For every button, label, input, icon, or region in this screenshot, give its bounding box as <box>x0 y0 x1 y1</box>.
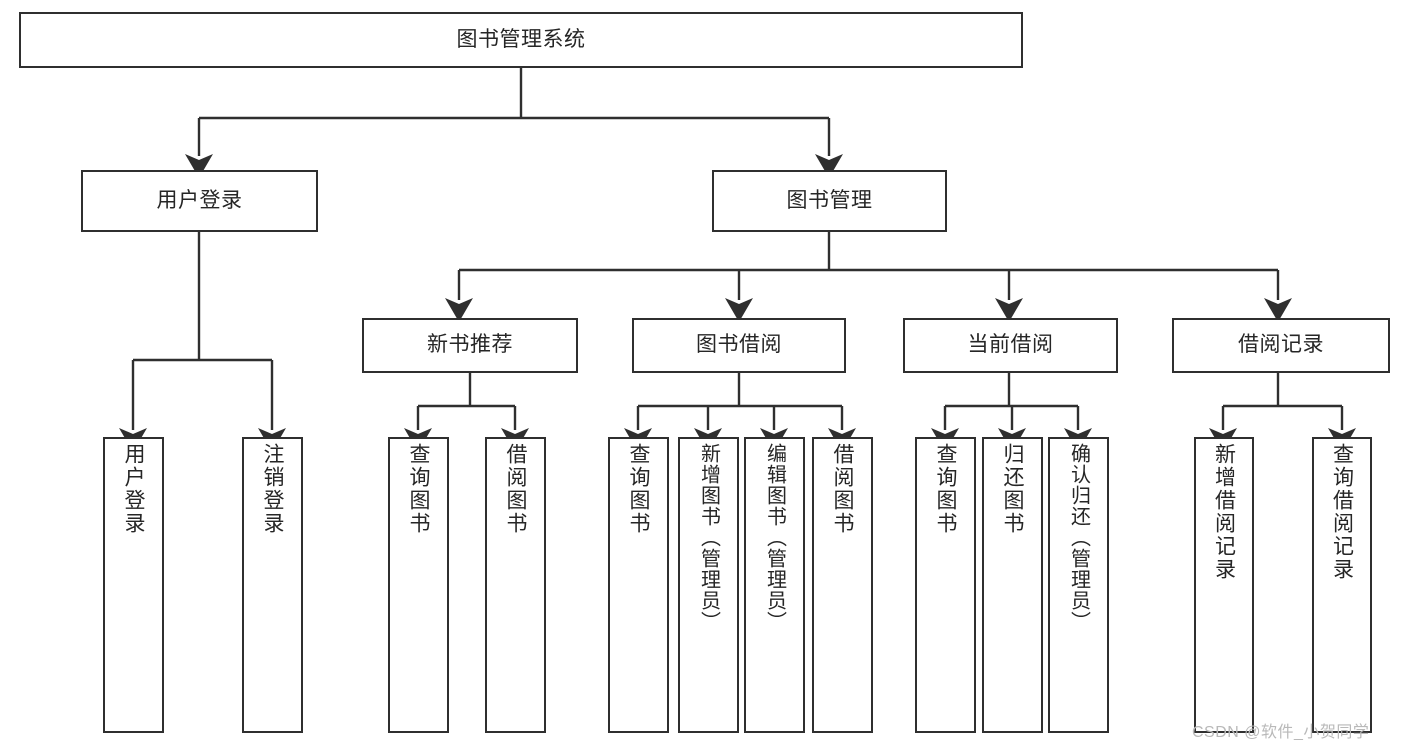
node-book-manage-label: 图书管理 <box>786 188 873 212</box>
node-leaf-user-login-label: 用户登录 <box>122 443 145 535</box>
node-current-borrow-label: 当前借阅 <box>967 333 1054 357</box>
node-new-book-recommend-label: 新书推荐 <box>427 333 513 357</box>
node-leaf-add-book-label: 新增图书（管理员） <box>697 443 720 632</box>
node-root-label: 图书管理系统 <box>456 27 586 51</box>
node-leaf-confirm-return[interactable]: 确认归还（管理员） <box>1048 437 1109 733</box>
node-borrow-record-label: 借阅记录 <box>1238 333 1324 357</box>
node-leaf-return-book[interactable]: 归还图书 <box>982 437 1043 733</box>
node-book-borrow-label: 图书借阅 <box>696 333 782 357</box>
node-leaf-query-book-3-label: 查询图书 <box>934 443 957 535</box>
node-leaf-user-login[interactable]: 用户登录 <box>103 437 164 733</box>
node-user-login[interactable]: 用户登录 <box>81 170 318 232</box>
node-leaf-logout-label: 注销登录 <box>261 443 284 535</box>
node-leaf-borrow-book-1[interactable]: 借阅图书 <box>485 437 546 733</box>
node-leaf-logout[interactable]: 注销登录 <box>242 437 303 733</box>
node-leaf-query-record[interactable]: 查询借阅记录 <box>1312 437 1372 733</box>
node-leaf-query-book-1-label: 查询图书 <box>407 443 430 535</box>
node-leaf-add-book[interactable]: 新增图书（管理员） <box>678 437 739 733</box>
node-leaf-add-record-label: 新增借阅记录 <box>1212 443 1236 581</box>
node-leaf-add-record[interactable]: 新增借阅记录 <box>1194 437 1254 733</box>
node-leaf-edit-book-label: 编辑图书（管理员） <box>763 443 786 632</box>
node-leaf-borrow-book-2-label: 借阅图书 <box>831 443 854 535</box>
node-leaf-borrow-book-2[interactable]: 借阅图书 <box>812 437 873 733</box>
node-leaf-query-book-3[interactable]: 查询图书 <box>915 437 976 733</box>
node-current-borrow[interactable]: 当前借阅 <box>903 318 1118 373</box>
node-leaf-edit-book[interactable]: 编辑图书（管理员） <box>744 437 805 733</box>
node-book-borrow[interactable]: 图书借阅 <box>632 318 846 373</box>
node-leaf-return-book-label: 归还图书 <box>1001 443 1024 535</box>
node-leaf-query-book-2[interactable]: 查询图书 <box>608 437 669 733</box>
node-leaf-confirm-return-label: 确认归还（管理员） <box>1067 443 1090 632</box>
node-book-manage[interactable]: 图书管理 <box>712 170 947 232</box>
node-root[interactable]: 图书管理系统 <box>19 12 1023 68</box>
node-leaf-query-book-1[interactable]: 查询图书 <box>388 437 449 733</box>
node-user-login-label: 用户登录 <box>156 188 243 212</box>
csdn-watermark: CSDN @软件_小贺同学 <box>1192 724 1370 741</box>
node-leaf-query-record-label: 查询借阅记录 <box>1330 443 1354 581</box>
node-leaf-borrow-book-1-label: 借阅图书 <box>504 443 527 535</box>
node-new-book-recommend[interactable]: 新书推荐 <box>362 318 578 373</box>
node-leaf-query-book-2-label: 查询图书 <box>627 443 650 535</box>
node-borrow-record[interactable]: 借阅记录 <box>1172 318 1390 373</box>
